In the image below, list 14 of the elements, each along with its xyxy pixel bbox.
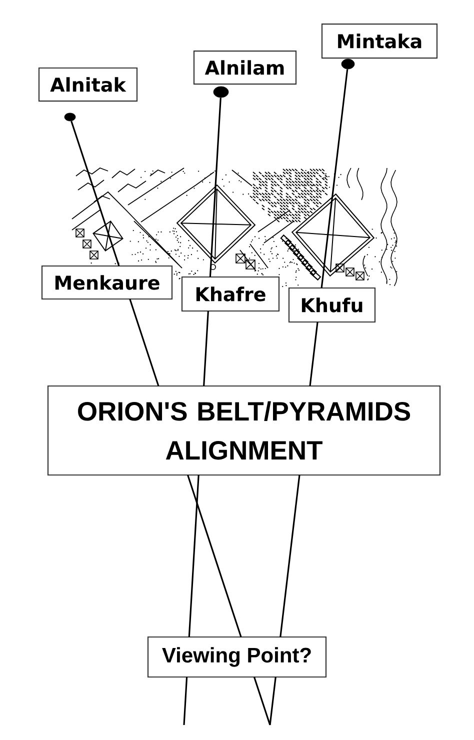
- label-box: Khafre: [181, 276, 280, 312]
- label-box: Alnitak: [38, 67, 138, 102]
- sight-line: [70, 120, 271, 726]
- label-box: Viewing Point?: [147, 636, 327, 678]
- label-box: Mintaka: [321, 23, 438, 59]
- title-box: ORION'S BELT/PYRAMIDS ALIGNMENT: [47, 385, 441, 476]
- star-dot: [341, 58, 355, 70]
- label-box: Alnilam: [193, 50, 297, 85]
- label-box: Menkaure: [41, 265, 173, 300]
- sight-line: [183, 96, 222, 726]
- star-dot: [213, 86, 229, 98]
- label-box: Khufu: [288, 287, 376, 323]
- sight-line: [269, 68, 348, 726]
- star-dot: [64, 112, 76, 122]
